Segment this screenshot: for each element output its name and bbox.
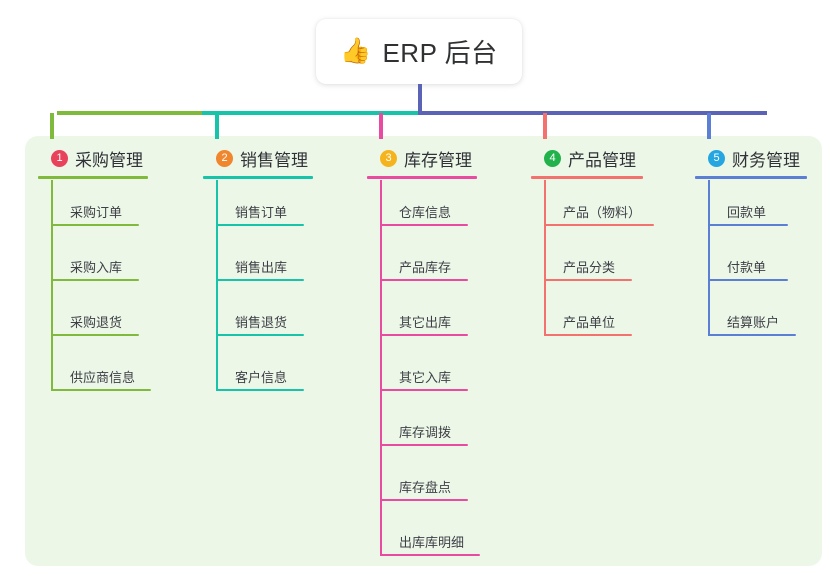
column-spine-3 [380, 180, 382, 556]
column-badge-2: 2 [216, 149, 233, 167]
leaf-item-label: 付款单 [727, 260, 767, 275]
column-title-1: 采购管理 [75, 150, 143, 170]
bus-segment-teal [202, 111, 420, 115]
thumbs-up-icon: 👍 [340, 37, 372, 65]
leaf-item-label: 其它出库 [399, 315, 452, 330]
bus-cap-left [57, 111, 61, 115]
bus-segment-blue [418, 111, 767, 115]
bus-segment-green [57, 111, 204, 115]
leaf-item-label: 产品分类 [563, 260, 616, 275]
column-spine-4 [544, 180, 546, 336]
leaf-item-rule [51, 334, 139, 336]
column-header-5[interactable]: 5 财务管理 [695, 146, 807, 170]
column-header-1[interactable]: 1 采购管理 [38, 146, 148, 170]
column-title-3: 库存管理 [404, 150, 472, 170]
leaf-item-rule [708, 279, 788, 281]
leaf-item-label: 销售出库 [235, 260, 288, 275]
column-spine-5 [708, 180, 710, 336]
drop-connector-2 [215, 113, 219, 139]
column-spine-1 [51, 180, 53, 391]
leaf-item-rule [708, 334, 796, 336]
column-badge-3: 3 [380, 149, 397, 167]
root-title: ERP 后台 [382, 38, 498, 68]
leaf-item-label: 产品（物料） [563, 205, 642, 220]
leaf-item-label: 客户信息 [235, 370, 288, 385]
diagram-panel [25, 136, 822, 566]
leaf-item-rule [51, 224, 139, 226]
column-title-5: 财务管理 [732, 150, 800, 170]
leaf-item-rule [51, 389, 151, 391]
leaf-item-rule [380, 279, 468, 281]
leaf-item-rule [708, 224, 788, 226]
column-2: 2 销售管理销售订单销售出库销售退货客户信息 [203, 146, 313, 391]
leaf-item-label: 产品单位 [563, 315, 616, 330]
leaf-item-label: 库存盘点 [399, 480, 452, 495]
leaf-item-rule [380, 334, 468, 336]
leaf-item-label: 采购订单 [70, 205, 123, 220]
column-1: 1 采购管理采购订单采购入库采购退货供应商信息 [38, 146, 151, 391]
leaf-item-label: 结算账户 [727, 315, 780, 330]
drop-connector-5 [707, 113, 711, 139]
leaf-item-rule [380, 499, 468, 501]
drop-connector-1 [50, 113, 54, 139]
leaf-item-rule [380, 444, 468, 446]
leaf-item-rule [216, 279, 304, 281]
leaf-item-rule [544, 334, 632, 336]
leaf-item-label: 出库库明细 [399, 535, 465, 550]
leaf-item-label: 产品库存 [399, 260, 452, 275]
column-title-4: 产品管理 [568, 150, 636, 170]
drop-connector-4 [543, 113, 547, 139]
leaf-item-label: 销售退货 [235, 315, 288, 330]
leaf-item-label: 采购入库 [70, 260, 123, 275]
column-title-2: 销售管理 [240, 150, 308, 170]
leaf-item-rule [380, 224, 468, 226]
column-underline-5 [695, 176, 807, 179]
column-header-2[interactable]: 2 销售管理 [203, 146, 313, 170]
leaf-item-rule [544, 224, 654, 226]
column-header-3[interactable]: 3 库存管理 [367, 146, 477, 170]
column-underline-2 [203, 176, 313, 179]
leaf-item-label: 销售订单 [235, 205, 288, 220]
trunk-connector [418, 84, 422, 114]
leaf-item-rule [216, 224, 304, 226]
column-badge-1: 1 [51, 149, 68, 167]
leaf-item-label: 其它入库 [399, 370, 452, 385]
root-node[interactable]: 👍 ERP 后台 [316, 19, 522, 84]
leaf-item-label: 仓库信息 [399, 205, 452, 220]
leaf-item-label: 回款单 [727, 205, 767, 220]
leaf-item-label: 供应商信息 [70, 370, 136, 385]
drop-connector-3 [379, 113, 383, 139]
leaf-item-rule [380, 389, 468, 391]
column-badge-4: 4 [544, 149, 561, 167]
column-3: 3 库存管理仓库信息产品库存其它出库其它入库库存调拨库存盘点出库库明细 [367, 146, 480, 556]
column-5: 5 财务管理回款单付款单结算账户 [695, 146, 807, 336]
leaf-item-label: 采购退货 [70, 315, 123, 330]
bus-cap-right [763, 111, 767, 115]
column-underline-1 [38, 176, 148, 179]
column-spine-2 [216, 180, 218, 391]
column-underline-3 [367, 176, 477, 179]
leaf-item-rule [380, 554, 480, 556]
leaf-item-rule [216, 334, 304, 336]
leaf-item-rule [216, 389, 304, 391]
column-header-4[interactable]: 4 产品管理 [531, 146, 643, 170]
column-badge-5: 5 [708, 149, 725, 167]
leaf-item-label: 库存调拨 [399, 425, 452, 440]
column-4: 4 产品管理产品（物料） 产品分类产品单位 [531, 146, 654, 336]
leaf-item-rule [51, 279, 139, 281]
leaf-item-rule [544, 279, 632, 281]
column-underline-4 [531, 176, 643, 179]
